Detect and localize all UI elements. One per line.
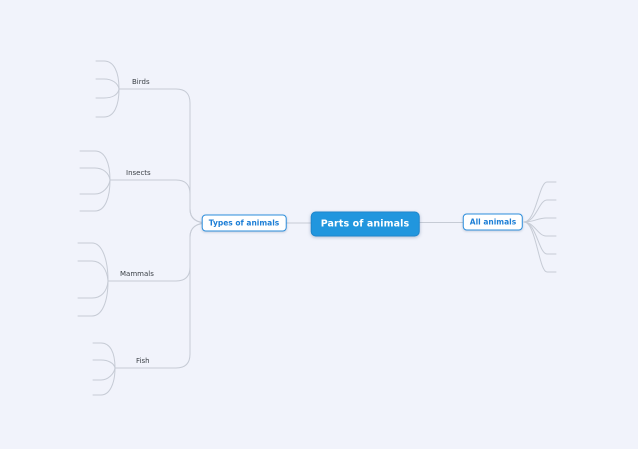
node-mammals[interactable]: Mammals [120,270,154,278]
sub-branch-line [79,167,111,181]
left-branch-lines [107,88,209,369]
branch-line-fish [114,222,209,369]
sub-branch-line [77,260,109,282]
sub-branch-line [95,60,120,90]
sub-branch-line [523,217,557,223]
node-root[interactable]: Parts of animals [310,211,420,237]
sub-branch-line [95,88,120,118]
node-types-of-animals[interactable]: Types of animals [201,214,287,232]
sub-branch-line [523,221,557,273]
node-types-of-animals-label: Types of animals [208,218,280,228]
sub-branch-line [79,150,111,181]
branch-line-birds [118,88,209,224]
node-all-animals[interactable]: All animals [462,213,524,231]
sub-branch-line [77,242,109,282]
insects-sub-branches [79,150,111,212]
sub-branch-line [79,179,111,212]
node-root-label: Parts of animals [320,218,410,230]
node-birds[interactable]: Birds [132,78,150,86]
sub-branch-line [523,199,557,223]
sub-branch-line [523,181,557,223]
branch-line-insects [109,179,209,224]
node-insects[interactable]: Insects [126,169,151,177]
sub-branch-line [77,280,109,299]
sub-branch-line [92,367,116,381]
fish-sub-branches [92,342,116,396]
sub-branch-line [95,88,120,99]
allanimals-sub-branches [523,181,557,273]
sub-branch-line [523,221,557,255]
sub-branch-line [92,359,116,369]
sub-branch-line [92,342,116,369]
node-all-animals-label: All animals [469,217,517,227]
birds-sub-branches [95,60,120,118]
sub-branch-line [77,280,109,317]
sub-branch-line [79,179,111,195]
sub-branch-line [92,367,116,396]
mammals-sub-branches [77,242,109,317]
node-fish[interactable]: Fish [136,357,150,365]
sub-branch-line [95,78,120,90]
